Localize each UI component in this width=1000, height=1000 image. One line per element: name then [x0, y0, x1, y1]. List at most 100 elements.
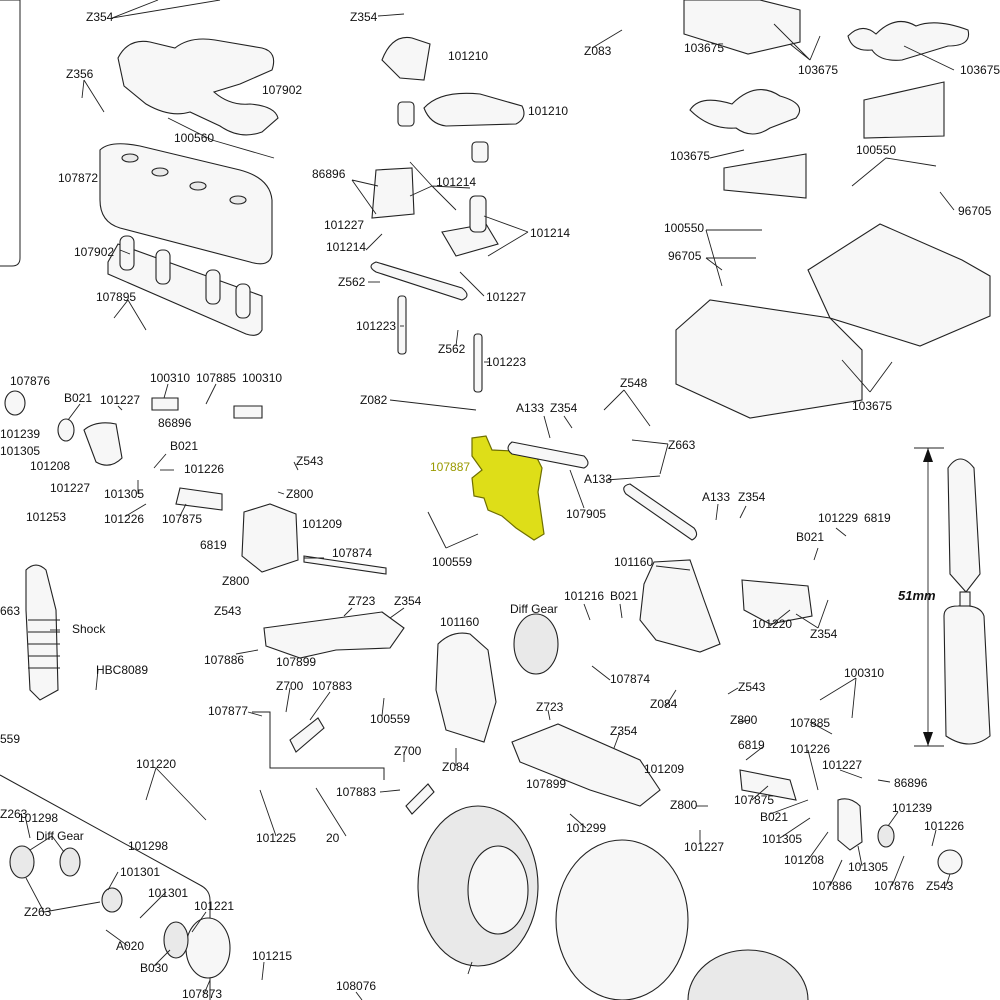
label: 101210: [528, 104, 568, 118]
label: Z663: [668, 438, 696, 452]
label: 101305: [848, 860, 888, 874]
front-bulkhead-part: [117, 38, 279, 136]
label: Z543: [926, 879, 954, 893]
label: 101215: [252, 949, 292, 963]
label: 96705: [958, 204, 992, 218]
shock-tower-part: [423, 92, 525, 127]
label: Z082: [360, 393, 388, 407]
label: 101220: [136, 757, 176, 771]
label: 107875: [162, 512, 202, 526]
label: 20: [326, 831, 340, 845]
label: 107886: [812, 879, 852, 893]
label: Z562: [338, 275, 366, 289]
label: A133: [516, 401, 544, 415]
electronics-box-part: [675, 299, 863, 419]
inset-frame-bottom-left: [0, 774, 211, 1000]
label: 101220: [752, 617, 792, 631]
label: Z723: [348, 594, 376, 608]
label: 86896: [312, 167, 346, 181]
label: B030: [140, 961, 168, 975]
label: 86896: [894, 776, 928, 790]
label: 101210: [448, 49, 488, 63]
label: 107899: [526, 777, 566, 791]
label: Z548: [620, 376, 648, 390]
label: 101214: [326, 240, 366, 254]
label: Z800: [222, 574, 250, 588]
label: 101253: [26, 510, 66, 524]
battery-cover-part: [683, 0, 801, 55]
label: 101221: [194, 899, 234, 913]
label: 101223: [486, 355, 526, 369]
tool-handle-lower: [943, 605, 991, 745]
label: 101160: [440, 615, 479, 629]
label: 101229: [818, 511, 858, 525]
label: 107883: [312, 679, 352, 693]
dimension-51mm: 51mm: [898, 447, 944, 747]
label: Z800: [670, 798, 698, 812]
leader-lines: [25, 0, 955, 1000]
label: 101208: [30, 459, 70, 473]
label: 107876: [10, 374, 50, 388]
label: Z354: [738, 490, 766, 504]
label: 107902: [74, 245, 114, 259]
label: 96705: [668, 249, 702, 263]
label: 103675: [960, 63, 1000, 77]
label: 663: [0, 604, 20, 618]
label: 101305: [762, 832, 802, 846]
label: 101214: [530, 226, 570, 240]
label: 100560: [174, 131, 214, 145]
label: B021: [796, 530, 824, 544]
label: 559: [0, 732, 20, 746]
label: 107905: [566, 507, 606, 521]
label: 101301: [148, 886, 188, 900]
label: 107873: [182, 987, 222, 1000]
label: 101226: [790, 742, 830, 756]
label: 101226: [924, 819, 964, 833]
label: Z562: [438, 342, 466, 356]
label: 107876: [874, 879, 914, 893]
label: 107886: [204, 653, 244, 667]
label: 103675: [684, 41, 724, 55]
label: A133: [702, 490, 730, 504]
label: 101305: [104, 487, 144, 501]
label: 107872: [58, 171, 98, 185]
label: Z800: [730, 713, 758, 727]
rear-arm-part: [511, 723, 661, 807]
label: Z354: [350, 10, 378, 24]
label: 101223: [356, 319, 396, 333]
label: 103675: [798, 63, 838, 77]
label: 101225: [256, 831, 296, 845]
label: 100310: [242, 371, 282, 385]
label: Z083: [584, 44, 612, 58]
diff-case-part: [435, 632, 497, 743]
label: 100550: [664, 221, 704, 235]
label: 103675: [670, 149, 710, 163]
label: 107874: [332, 546, 372, 560]
spur-gear-part: [185, 917, 231, 979]
label: Diff Gear: [36, 829, 84, 843]
label: 101214: [436, 175, 476, 189]
part-labels: Z354 Z356 107902 100560 107872 107902 10…: [0, 10, 1000, 1000]
label: Z263: [24, 905, 52, 919]
label: B021: [610, 589, 638, 603]
label: Shock: [72, 622, 106, 636]
dimension-text: 51mm: [898, 588, 936, 603]
label: 100310: [844, 666, 884, 680]
label: 6819: [864, 511, 891, 525]
wheel-rim-part: [687, 949, 809, 1000]
steering-post-part: [371, 167, 415, 219]
label: 101305: [0, 444, 40, 458]
rear-gearbox-part: [639, 559, 721, 653]
label: Z354: [394, 594, 422, 608]
label: 101298: [128, 839, 168, 853]
drag-link-part: [370, 261, 468, 301]
label: 6819: [200, 538, 227, 552]
label: Z356: [66, 67, 94, 81]
label: 107883: [336, 785, 376, 799]
label: Z354: [86, 10, 114, 24]
label: 101160: [614, 555, 653, 569]
label: B021: [64, 391, 92, 405]
inset-frame-top-left: [0, 0, 21, 267]
label: 101208: [784, 853, 824, 867]
